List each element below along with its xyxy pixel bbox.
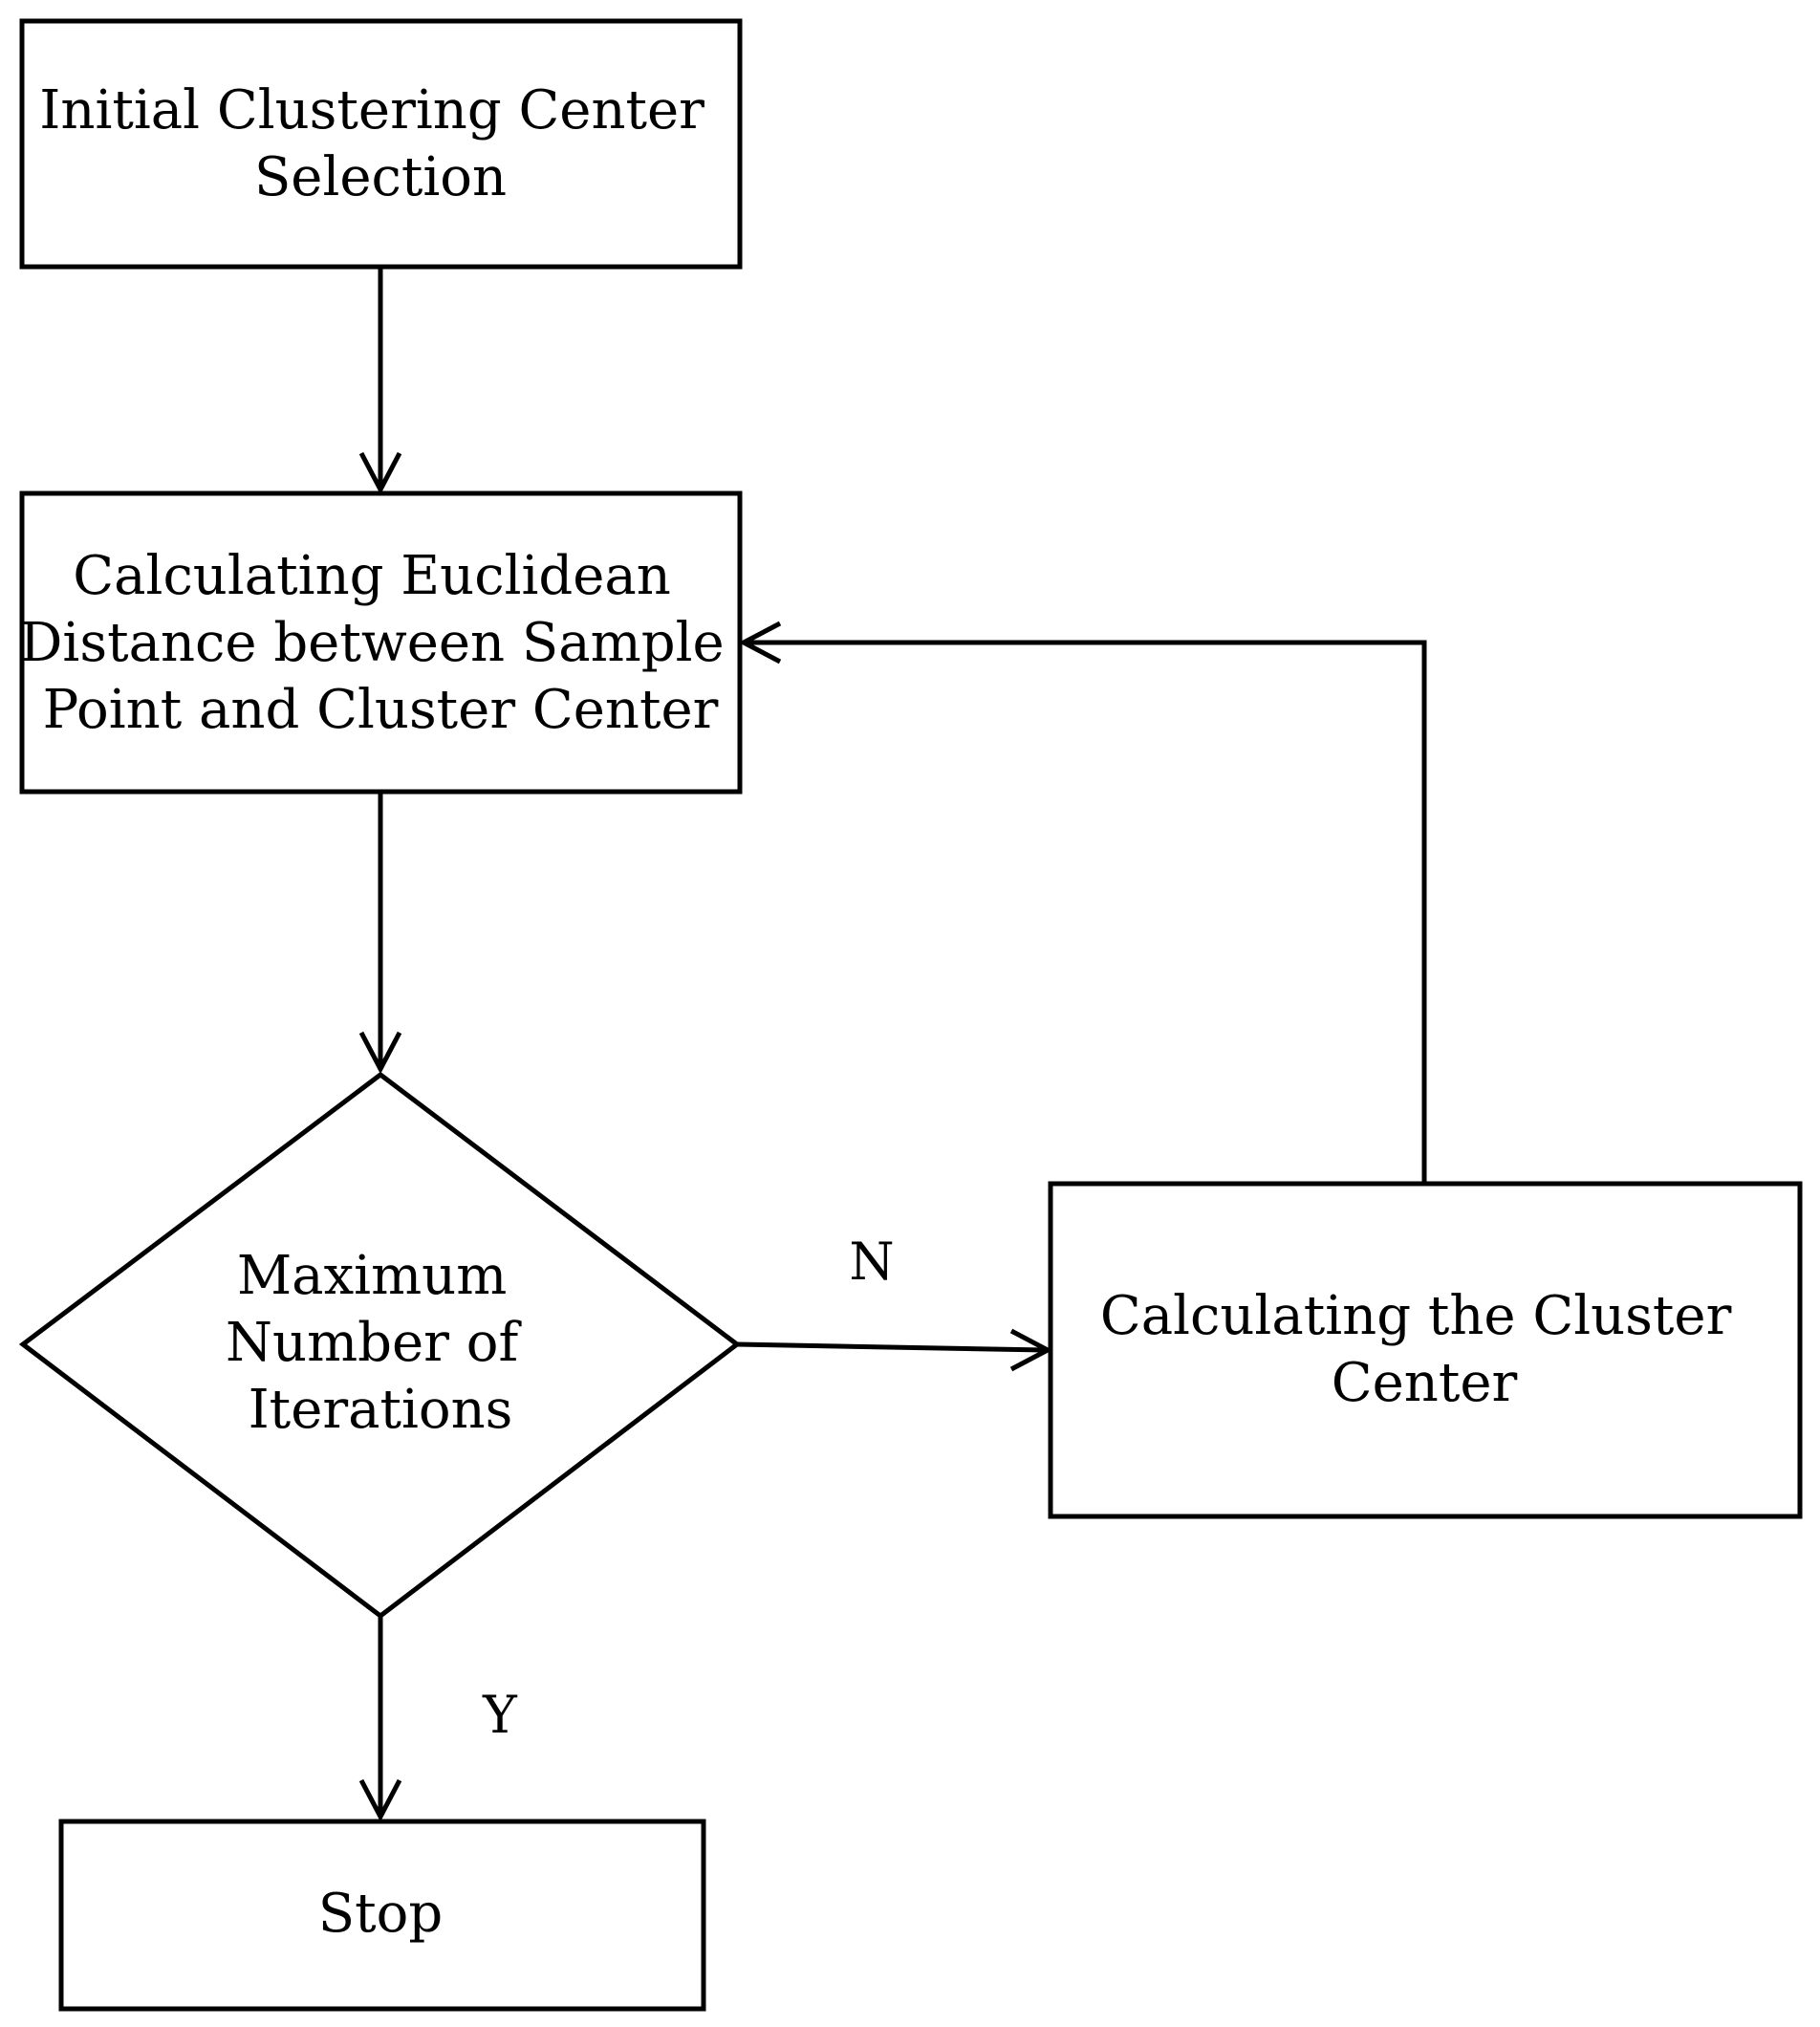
cluster-center-label: Calculating the Cluster Center bbox=[1100, 1285, 1748, 1414]
initial-clustering-center-box bbox=[19, 18, 743, 270]
stop-label: Stop bbox=[318, 1883, 443, 1945]
maximum-iterations-line-3: Iterations bbox=[249, 1379, 513, 1441]
cluster-center-line-1: Calculating the Cluster bbox=[1100, 1285, 1732, 1347]
euclidean-distance-box bbox=[19, 490, 743, 795]
arrow-cluster-center-to-distance bbox=[746, 640, 1427, 1184]
euclidean-distance-line-1: Calculating Euclidean bbox=[73, 545, 671, 607]
arrowhead-distance-top bbox=[358, 451, 402, 495]
euclidean-distance-line-2: Distance between Sample bbox=[20, 612, 725, 674]
arrowhead-distance-right bbox=[738, 621, 782, 665]
maximum-iterations-label: Maximum Number of Iterations bbox=[226, 1245, 535, 1441]
cluster-center-box bbox=[1048, 1181, 1803, 1519]
arrow-decision-to-cluster-center bbox=[736, 1341, 1046, 1353]
arrowhead-cluster-center-left bbox=[1009, 1328, 1053, 1372]
euclidean-distance-label: Calculating Euclidean Distance between S… bbox=[20, 545, 742, 741]
maximum-iterations-line-2: Number of bbox=[226, 1312, 522, 1374]
initial-clustering-center-line-1: Initial Clustering Center bbox=[39, 79, 704, 142]
maximum-iterations-line-1: Maximum bbox=[237, 1245, 508, 1307]
initial-clustering-center-line-2: Selection bbox=[254, 146, 507, 208]
stop-line-1: Stop bbox=[318, 1883, 443, 1945]
arrowhead-stop-top bbox=[358, 1778, 402, 1822]
stop-box bbox=[58, 1819, 706, 2012]
euclidean-distance-line-3: Point and Cluster Center bbox=[43, 679, 719, 741]
edge-label-yes: Y bbox=[482, 1685, 518, 1745]
initial-clustering-center-label: Initial Clustering Center Selection bbox=[39, 79, 722, 208]
arrowhead-decision-top bbox=[358, 1031, 402, 1075]
cluster-center-line-2: Center bbox=[1332, 1352, 1518, 1414]
edge-label-no: N bbox=[849, 1231, 894, 1292]
